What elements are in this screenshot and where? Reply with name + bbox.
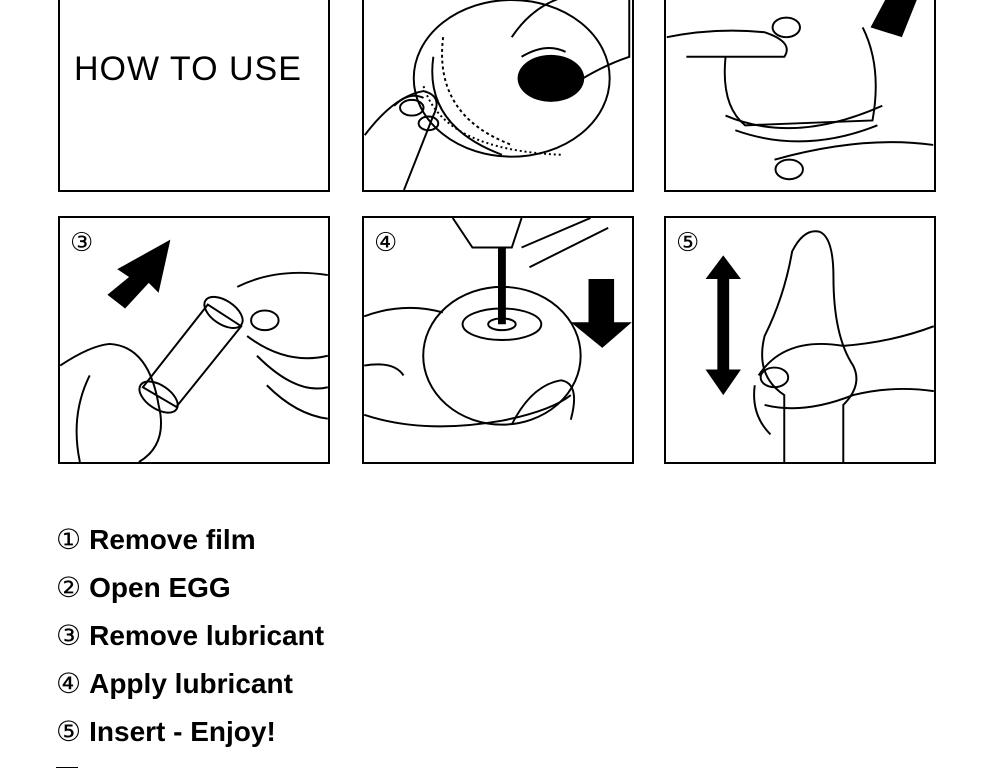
step-label: Remove lubricant xyxy=(89,620,325,651)
step-number: ③ xyxy=(56,619,82,652)
step-number: ④ xyxy=(56,667,82,700)
cropped-text-line xyxy=(56,760,956,768)
remove-lubricant-illustration xyxy=(60,239,328,462)
panel-step-1 xyxy=(362,0,634,192)
step-label: Remove film xyxy=(89,524,256,555)
title-panel: HOW TO USE xyxy=(58,0,330,192)
step-label: Apply lubricant xyxy=(89,668,293,699)
apply-lubricant-illustration xyxy=(364,218,632,428)
step-number: ② xyxy=(56,571,82,604)
panel-step-4: ④ xyxy=(362,216,634,464)
remove-film-illustration xyxy=(364,0,631,190)
step-number: ⑤ xyxy=(56,715,82,748)
panel-step-3: ③ xyxy=(58,216,330,464)
panel-number: ③ xyxy=(70,228,94,258)
page-title: HOW TO USE xyxy=(74,50,302,88)
step-label: Insert - Enjoy! xyxy=(89,716,276,747)
open-egg-illustration xyxy=(666,0,934,181)
panel-number: ⑤ xyxy=(676,228,700,258)
step-number: ① xyxy=(56,523,82,556)
panel-step-2 xyxy=(664,0,936,192)
step-label: Open EGG xyxy=(89,572,231,603)
panel-number: ④ xyxy=(374,228,398,258)
insert-illustration xyxy=(705,230,934,462)
panel-step-5: ⑤ xyxy=(664,216,936,464)
